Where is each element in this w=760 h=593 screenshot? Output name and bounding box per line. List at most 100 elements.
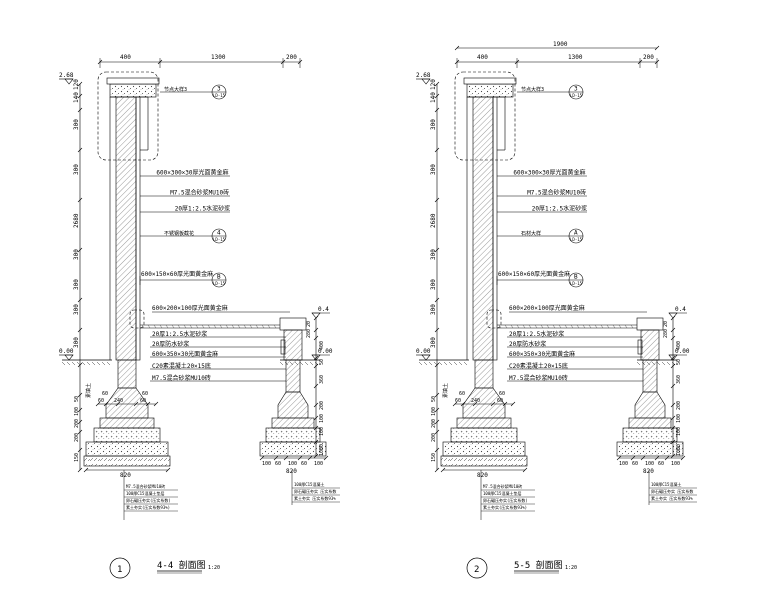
dim-tick (83, 467, 89, 473)
wall-core (472, 96, 494, 361)
dim-1300: 1300 (211, 54, 226, 61)
right-dim-value: 280 (663, 329, 669, 338)
lower-dim-value: 150 (431, 453, 437, 462)
dim-tick (259, 455, 265, 461)
paving-dot (594, 324, 598, 329)
dim-tick (273, 455, 279, 461)
left-dim-value: 300 (430, 164, 437, 175)
low-footing-base (628, 417, 672, 429)
dim-tick (670, 453, 676, 459)
left-dim-value: 300 (73, 279, 80, 290)
ground-hatch (428, 361, 433, 366)
dim-tick (77, 407, 83, 413)
lower-dim-value: 200 (74, 433, 80, 442)
ground-hatch (101, 361, 106, 366)
concrete-pad (93, 427, 161, 443)
left-dim-value: 300 (73, 304, 80, 315)
paving-dot (273, 324, 277, 329)
low-wall-core (283, 329, 303, 361)
elevation-value: 0.4 (675, 306, 686, 313)
low-base-dim: 100 (645, 461, 654, 467)
paving-dot (189, 324, 193, 329)
dim-tick (313, 327, 319, 333)
detail-enclosure-small (486, 309, 502, 329)
low-base-dim: 60 (632, 461, 638, 467)
paving-dot (207, 324, 211, 329)
dim-400: 400 (477, 54, 488, 61)
base-dim: 60 (142, 391, 148, 397)
side-note: 素填土 (442, 383, 449, 398)
compacted-soil (440, 455, 528, 467)
right-dim-value: 200 (319, 401, 325, 410)
callout-sheet: LD-15 (213, 93, 226, 98)
paving-dot (195, 324, 199, 329)
callout-ref: A (574, 230, 578, 237)
dim-tick (630, 455, 636, 461)
dim-tick (670, 315, 676, 321)
low-label: 600×350×30光面黄金麻 (152, 350, 218, 358)
ground-hatch (443, 361, 448, 366)
dim-tick (77, 327, 83, 333)
paving-dot (177, 324, 181, 329)
callout-sheet: LD-15 (570, 281, 583, 286)
ground-hatch (66, 361, 71, 366)
wall-coping (109, 83, 157, 98)
callout-detail-b: BLD-15 (140, 272, 227, 288)
paving-dot (600, 324, 604, 329)
bottom-width-left: 820 (120, 472, 131, 479)
paving-dot (582, 324, 586, 329)
low-cap-label: 600×200×100厚光面黄金麻 (152, 304, 228, 312)
paving-dot (546, 324, 550, 329)
dim-tick (313, 439, 319, 445)
paving-dot (558, 324, 562, 329)
bottom-note-left: 卵石碾压夯实(压实系数) (483, 497, 528, 503)
paving-dot (624, 324, 628, 329)
section-number: 2 (474, 565, 479, 575)
section-scale: 1:20 (208, 565, 220, 571)
low-base-dim: 100 (262, 461, 271, 467)
dim-tick (670, 355, 676, 361)
dim-tick (670, 335, 676, 341)
callout-text: 不锈钢板截花 (164, 230, 194, 237)
dim-tick (434, 419, 440, 425)
lower-dim-value: 200 (431, 433, 437, 442)
dim-tick (145, 401, 151, 407)
ground-hatch (309, 361, 314, 366)
dim-overall: 1900 (553, 41, 568, 48)
dim-tick (654, 45, 660, 51)
dim-tick (313, 363, 319, 369)
dim-tick (510, 401, 516, 407)
footing-base (456, 417, 512, 429)
elevation-triangle (421, 354, 431, 361)
dim-tick (434, 407, 440, 413)
paving-dot (528, 324, 532, 329)
base-dim: 240 (114, 398, 123, 404)
lower-dim-value: 200 (74, 419, 80, 428)
right-dim-value: 360 (319, 375, 325, 384)
section-number-circle (466, 557, 488, 579)
low-footing-base (271, 417, 315, 429)
wall-label: 20厚1:2.5水泥砂浆 (175, 205, 230, 213)
bottom-note-left: 100厚C15混凝土垫层 (483, 490, 521, 496)
dim-tick (313, 402, 319, 408)
wall-top-cap (463, 77, 517, 85)
low-foundation-stem (285, 359, 301, 393)
lower-dim-value: 150 (74, 453, 80, 462)
paving-dot (153, 324, 157, 329)
wall-cladding (492, 96, 498, 361)
elevation-value: 2.68 (59, 72, 74, 79)
dim-tick (313, 315, 319, 321)
paving-dot (141, 324, 145, 329)
dim-tick (434, 297, 440, 303)
low-label: C20素混凝土20×15底 (509, 362, 568, 370)
paving-dot (612, 324, 616, 329)
left-dim-value: 120 (73, 79, 80, 90)
bottom-note-left: 素土夯实(压实系数93%) (126, 504, 170, 510)
paving-dot (540, 324, 544, 329)
dim-tick (313, 425, 319, 431)
lower-dim-value: 100 (74, 407, 80, 416)
low-base-dim: 60 (275, 461, 281, 467)
elevation-triangle (421, 78, 431, 85)
